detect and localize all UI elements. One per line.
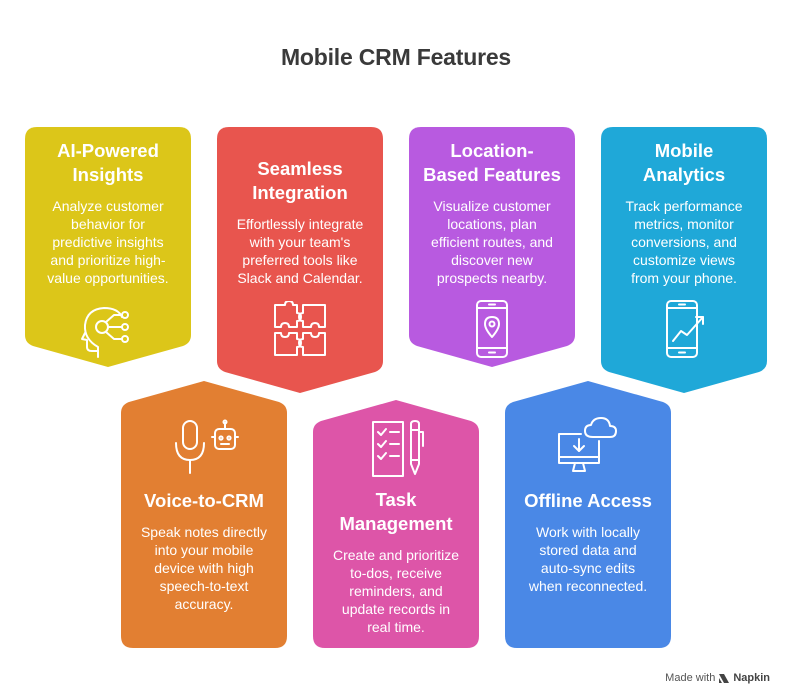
- card-desc-line: efficient routes, and: [431, 234, 553, 250]
- card-desc-line: value opportunities.: [47, 270, 169, 286]
- made-with-label: Made with: [665, 672, 716, 684]
- card-shape: [409, 127, 575, 367]
- card-shape: [25, 127, 191, 367]
- card-desc-line: Create and prioritize: [332, 547, 460, 563]
- card-title-line: Integration: [252, 182, 348, 203]
- card-desc-line: Effortlessly integrate: [236, 216, 364, 232]
- ai-head-icon: [81, 307, 129, 358]
- card-desc-line: Slack and Calendar.: [237, 270, 363, 286]
- card-desc-line: Track performance: [625, 198, 743, 214]
- card-shape: [505, 381, 671, 648]
- card-location-based-features: Location- Based Features Visualize custom…: [409, 127, 575, 367]
- card-desc-line: predictive insights: [52, 234, 164, 250]
- napkin-brand: Napkin: [733, 672, 770, 684]
- card-desc-line: to-dos, receive: [350, 565, 442, 581]
- card-desc-line: locations, plan: [447, 216, 537, 232]
- card-desc-line: Work with locally: [536, 524, 640, 540]
- card-desc-line: and prioritize high-: [50, 252, 166, 268]
- card-voice-to-crm: Voice-to-CRM Speak notes directly into y…: [121, 381, 287, 648]
- card-desc-line: behavior for: [71, 216, 145, 232]
- card-offline-access: Offline Access Work with locally stored …: [505, 381, 671, 648]
- made-with-napkin-badge[interactable]: Made with Napkin: [665, 672, 770, 684]
- phone-location-icon: [476, 300, 508, 358]
- card-desc-line: speech-to-text: [159, 578, 249, 594]
- card-title-line: Mobile: [654, 140, 714, 161]
- card-desc-line: device with high: [154, 560, 254, 576]
- page-title: Mobile CRM Features: [280, 44, 512, 70]
- card-desc-line: from your phone.: [631, 270, 737, 286]
- card-desc-line: real time.: [367, 619, 425, 635]
- card-desc-line: Speak notes directly: [140, 524, 268, 540]
- card-desc-line: into your mobile: [154, 542, 254, 558]
- card-desc-line: discover new: [451, 252, 533, 268]
- phone-chart-icon: [666, 300, 704, 358]
- card-desc-line: conversions, and: [631, 234, 737, 250]
- card-desc-line: update records in: [341, 601, 451, 617]
- card-desc-line: Visualize customer: [433, 198, 551, 214]
- card-desc-line: metrics, monitor: [634, 216, 734, 232]
- card-desc-line: Analyze customer: [52, 198, 164, 214]
- card-desc-line: prospects nearby.: [436, 270, 548, 286]
- card-desc-line: stored data and: [539, 542, 637, 558]
- card-desc-line: customize views: [633, 252, 735, 268]
- card-title-line: Analytics: [642, 164, 726, 185]
- card-desc-line: when reconnected.: [528, 578, 648, 594]
- card-desc-line: auto-sync edits: [540, 560, 636, 576]
- card-title-line: Seamless: [257, 158, 343, 179]
- card-title-line: Insights: [72, 164, 144, 185]
- microphone-robot-icon: [175, 419, 239, 474]
- card-title-line: Voice-to-CRM: [144, 490, 264, 511]
- card-title-line: Location-: [450, 140, 534, 161]
- napkin-logo-icon: [719, 673, 730, 683]
- card-title-line: Task: [375, 489, 417, 510]
- card-desc-line: with your team's: [249, 234, 351, 250]
- puzzle-icon: [274, 301, 326, 356]
- cloud-download-monitor-icon: [558, 417, 617, 472]
- card-shape: [121, 381, 287, 648]
- card-shape: [313, 400, 479, 648]
- checklist-pen-icon: [372, 420, 424, 477]
- card-title-line: AI-Powered: [57, 140, 159, 161]
- card-shape: [217, 127, 383, 393]
- card-desc-line: preferred tools like: [242, 252, 358, 268]
- card-title-line: Offline Access: [524, 490, 652, 511]
- card-title-line: Management: [339, 513, 453, 534]
- card-shape: [601, 127, 767, 393]
- card-desc-line: reminders, and: [349, 583, 443, 599]
- card-title-line: Based Features: [423, 164, 561, 185]
- card-desc-line: accuracy.: [174, 596, 234, 612]
